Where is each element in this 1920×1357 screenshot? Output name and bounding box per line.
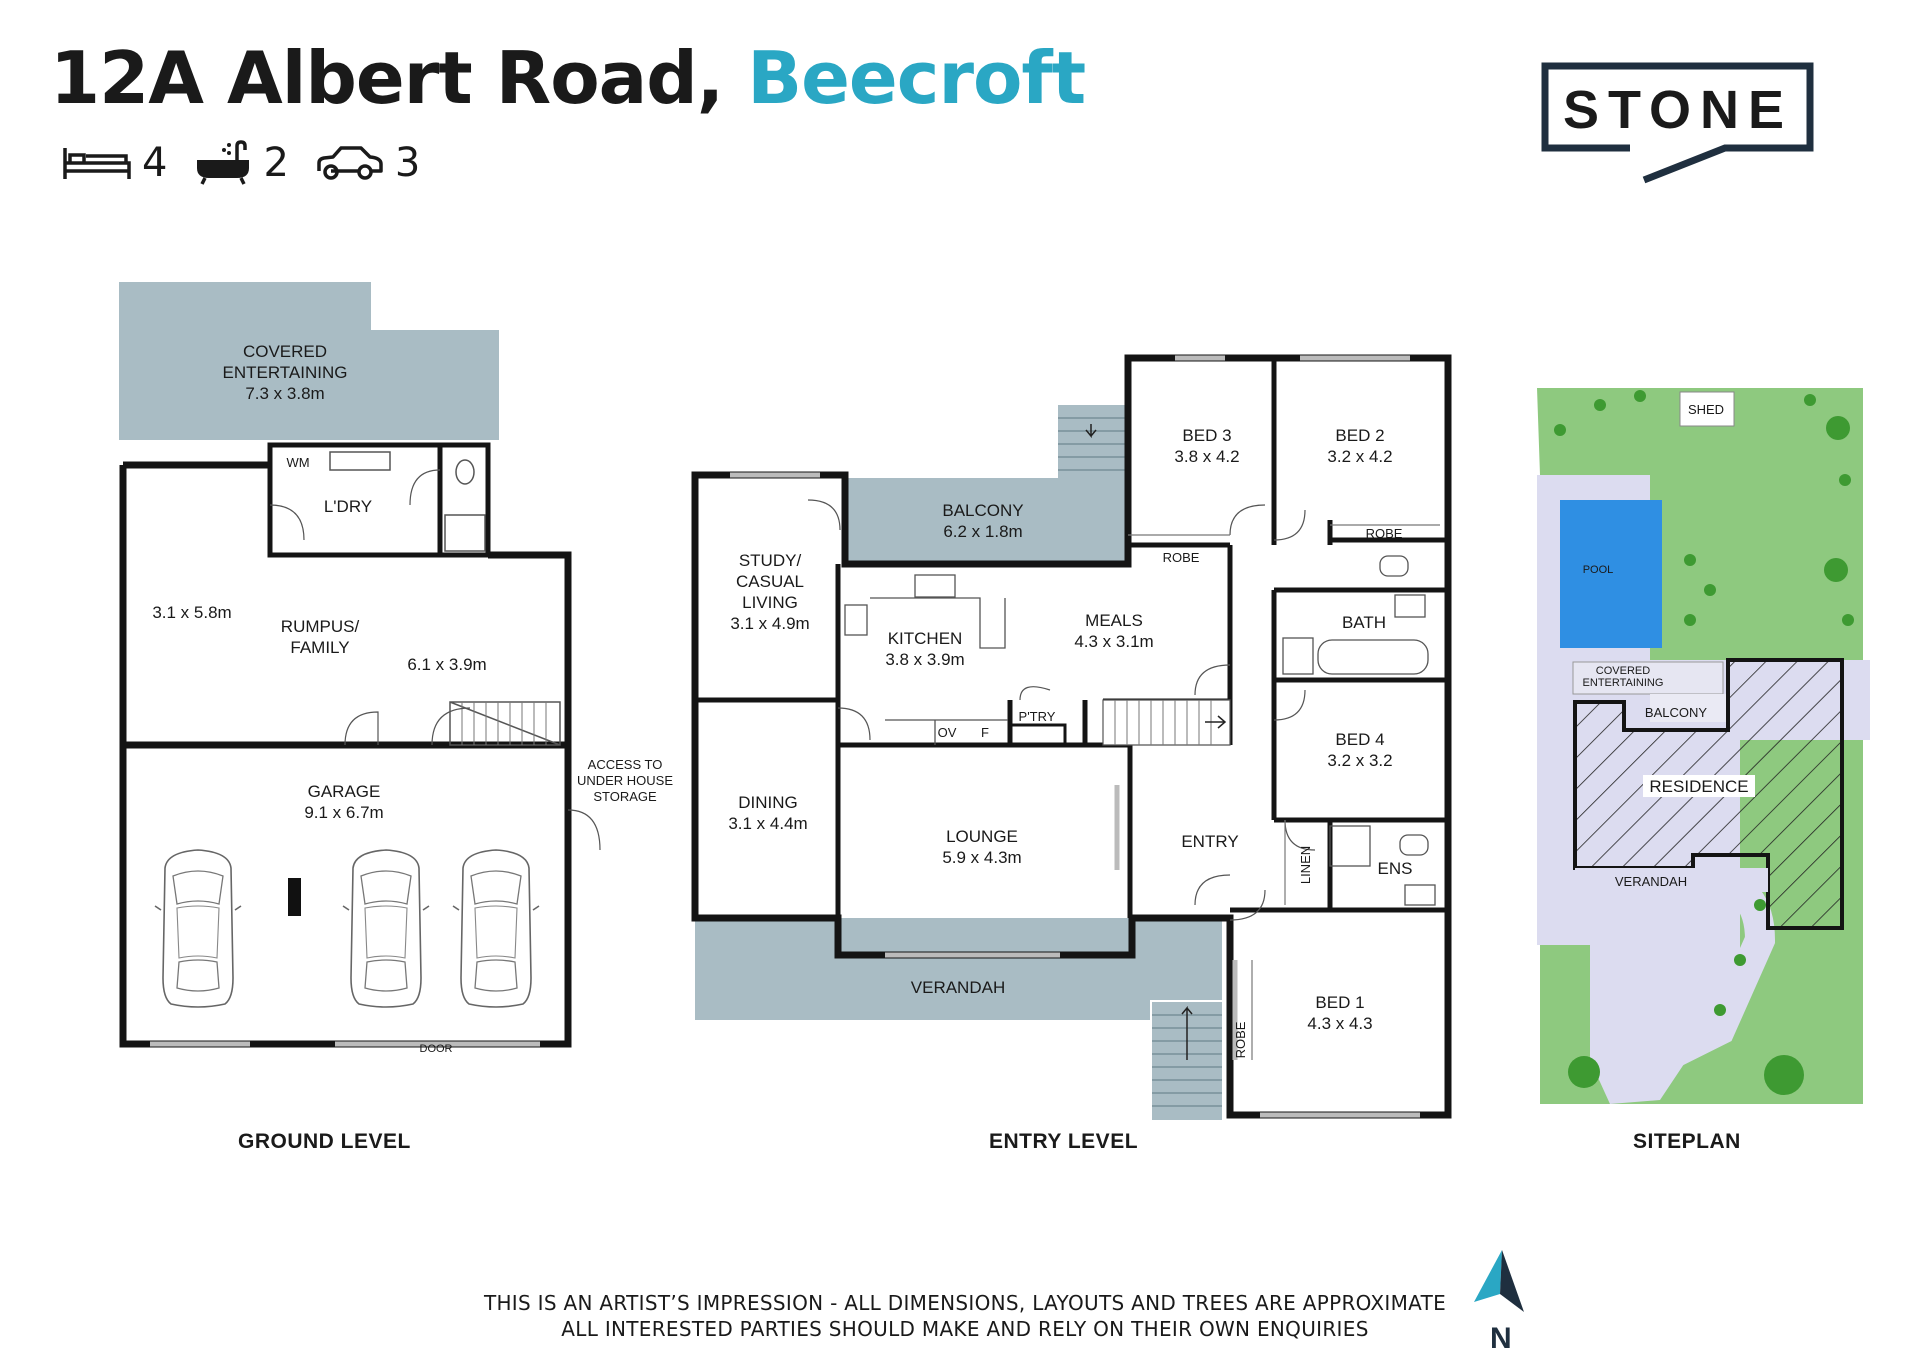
plan-label-entry-level-dining-dims: 3.1 x 4.4m [728, 814, 807, 833]
plan-label-ground-level-garage-door: DOOR [420, 1043, 453, 1055]
bathroom-count: 2 [193, 140, 289, 186]
bedroom-count: 4 [62, 140, 167, 186]
plan-label-entry-level-kitchen-pantry: P'TRY [1019, 709, 1056, 724]
ground-stairs [449, 701, 561, 746]
plan-label-entry-level-meals-name: MEALS [1085, 611, 1143, 630]
plan-label-entry-level-entry: ENTRY [1181, 832, 1238, 851]
plan-label-entry-level-kitchen-f: F [981, 725, 989, 740]
plan-label-entry-level-study-line3: LIVING [742, 593, 798, 612]
entry-level-plan: BALCONY 6.2 x 1.8m STUDY/ CASUAL LIVING … [691, 354, 1452, 1120]
ground-level-plan: COVERED ENTERTAINING 7.3 x 3.8m WM L'DRY… [119, 282, 673, 1055]
plan-label-entry-level-kitchen-dims: 3.8 x 3.9m [885, 650, 964, 669]
plan-label-entry-level-kitchen-name: KITCHEN [888, 629, 963, 648]
bath-icon [197, 140, 250, 185]
plan-label-ground-level-garage-name: GARAGE [308, 782, 381, 801]
disclaimer-line-2: ALL INTERESTED PARTIES SHOULD MAKE AND R… [561, 1317, 1369, 1341]
shed [1679, 391, 1735, 427]
balcony-stairs [1058, 405, 1125, 478]
plan-label-entry-level-study-line2: CASUAL [736, 572, 804, 591]
north-label: N [1490, 1322, 1512, 1355]
plan-label-ground-level-covered-entertaining-line2: ENTERTAINING [223, 363, 348, 382]
bed-icon [63, 148, 131, 179]
plan-label-ground-level-access-line1: ACCESS TO [588, 757, 663, 772]
plan-label-header-bedrooms: 4 [142, 140, 168, 186]
plan-label-ground-level-covered-entertaining-line1: COVERED [243, 342, 327, 361]
plan-label-entry-level-study-line1: STUDY/ [739, 551, 802, 570]
plan-label-entry-level-linen: LINEN [1298, 846, 1313, 884]
plan-label-ground-level-rumpus-line1: RUMPUS/ [281, 617, 360, 636]
property-address: 12A Albert Road, Beecroft [50, 36, 1086, 120]
plan-label-entry-level-dining-name: DINING [738, 793, 798, 812]
plan-label-entry-level-bed1-robe: ROBE [1233, 1021, 1248, 1058]
plan-label-entry-level-bed2-name: BED 2 [1335, 426, 1384, 445]
siteplan-drawing: SHED POOL COVERED ENTERTAINING BALCONY R… [1537, 388, 1870, 1104]
plan-label-siteplan-shed: SHED [1688, 402, 1724, 417]
plan-label-entry-level-meals-dims: 4.3 x 3.1m [1074, 632, 1153, 651]
suburb-name: Beecroft [747, 36, 1086, 120]
logo-text: STONE [1563, 80, 1793, 140]
plan-label-entry-level-lounge-dims: 5.9 x 4.3m [942, 848, 1021, 867]
plan-label-entry-level-bed3-name: BED 3 [1182, 426, 1231, 445]
plan-label-entry-level-bath: BATH [1342, 613, 1386, 632]
disclaimer: THIS IS AN ARTIST’S IMPRESSION - ALL DIM… [470, 1290, 1460, 1342]
entry-level-label: ENTRY LEVEL [989, 1130, 1139, 1153]
plan-label-entry-level-bed4-name: BED 4 [1335, 730, 1384, 749]
plan-label-entry-level-bed3-robe: ROBE [1163, 550, 1200, 565]
ground-level-label: GROUND LEVEL [238, 1130, 411, 1153]
plan-label-entry-level-bed1-dims: 4.3 x 4.3 [1307, 1014, 1372, 1033]
balcony-area [845, 478, 1125, 564]
plan-label-siteplan-residence: RESIDENCE [1649, 777, 1748, 796]
plan-label-ground-level-laundry-name: L'DRY [324, 497, 372, 516]
plan-label-entry-level-verandah: VERANDAH [911, 978, 1005, 997]
plan-label-entry-level-bed3-dims: 3.8 x 4.2 [1174, 447, 1239, 466]
plan-label-siteplan-covered-line2: ENTERTAINING [1583, 677, 1664, 689]
laundry-walls [267, 442, 491, 558]
plan-label-ground-level-access-line3: STORAGE [593, 789, 657, 804]
plan-label-entry-level-ens: ENS [1378, 859, 1413, 878]
plan-label-siteplan-balcony: BALCONY [1645, 705, 1707, 720]
plan-label-entry-level-balcony-dims: 6.2 x 1.8m [943, 522, 1022, 541]
plan-label-siteplan-verandah: VERANDAH [1615, 874, 1687, 889]
plan-label-entry-level-study-dims: 3.1 x 4.9m [730, 614, 809, 633]
plan-label-ground-level-covered-entertaining-dims: 7.3 x 3.8m [245, 384, 324, 403]
plan-label-ground-level-laundry-wm: WM [286, 455, 309, 470]
property-features: 4 2 3 [62, 138, 446, 188]
plan-label-entry-level-balcony-name: BALCONY [942, 501, 1023, 520]
siteplan-label: SITEPLAN [1633, 1130, 1741, 1153]
plan-label-entry-level-bed2-dims: 3.2 x 4.2 [1327, 447, 1392, 466]
covered-entertaining-area [119, 282, 499, 440]
verandah-area [695, 918, 1222, 1020]
north-compass-icon [1474, 1250, 1524, 1312]
parking-count: 3 [315, 140, 420, 186]
plan-label-entry-level-bed1-name: BED 1 [1315, 993, 1364, 1012]
plan-label-ground-level-garage-dims: 9.1 x 6.7m [304, 803, 383, 822]
car-icon [317, 146, 383, 180]
plan-label-ground-level-rumpus-line2: FAMILY [290, 638, 349, 657]
disclaimer-line-1: THIS IS AN ARTIST’S IMPRESSION - ALL DIM… [483, 1291, 1447, 1315]
stone-logo: STONE [1541, 62, 1814, 184]
plan-label-header-parking: 3 [394, 140, 421, 186]
plan-label-header-bathrooms: 2 [263, 140, 289, 186]
plan-label-siteplan-pool: POOL [1583, 564, 1614, 576]
plan-label-entry-level-bed4-dims: 3.2 x 3.2 [1327, 751, 1392, 770]
street-name: 12A Albert Road, [50, 36, 724, 120]
covered-entertaining-siteplan [1572, 661, 1724, 695]
plan-label-siteplan-covered-line1: COVERED [1596, 665, 1650, 677]
plan-label-ground-level-rumpus-dims: 6.1 x 3.9m [407, 655, 486, 674]
plan-label-ground-level-rumpus-dims-a: 3.1 x 5.8m [152, 603, 231, 622]
plan-label-entry-level-kitchen-ov: OV [938, 725, 957, 740]
plan-label-ground-level-access-line2: UNDER HOUSE [577, 773, 673, 788]
plan-label-entry-level-bed2-robe: ROBE [1366, 526, 1403, 541]
plan-label-entry-level-lounge-name: LOUNGE [946, 827, 1018, 846]
